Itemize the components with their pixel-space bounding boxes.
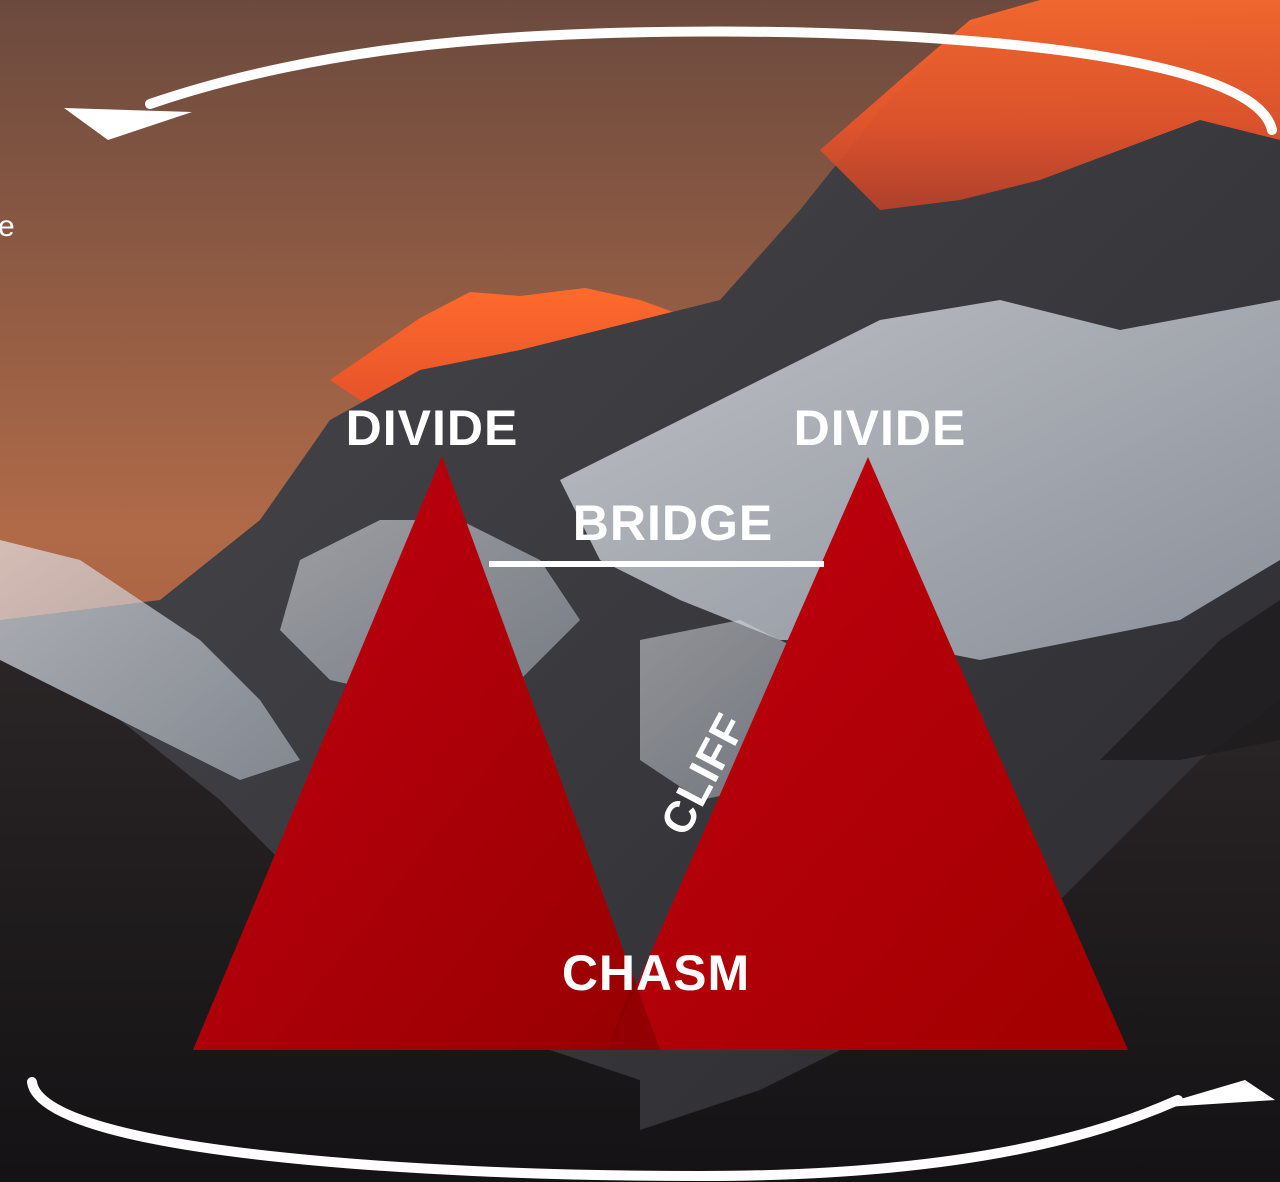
- bridge-label: BRIDGE: [573, 495, 773, 551]
- clipped-edge-text: e: [0, 210, 15, 243]
- left-divide-label: DIVIDE: [346, 400, 519, 456]
- right-divide-label: DIVIDE: [794, 400, 967, 456]
- chasm-label: CHASM: [562, 945, 750, 1001]
